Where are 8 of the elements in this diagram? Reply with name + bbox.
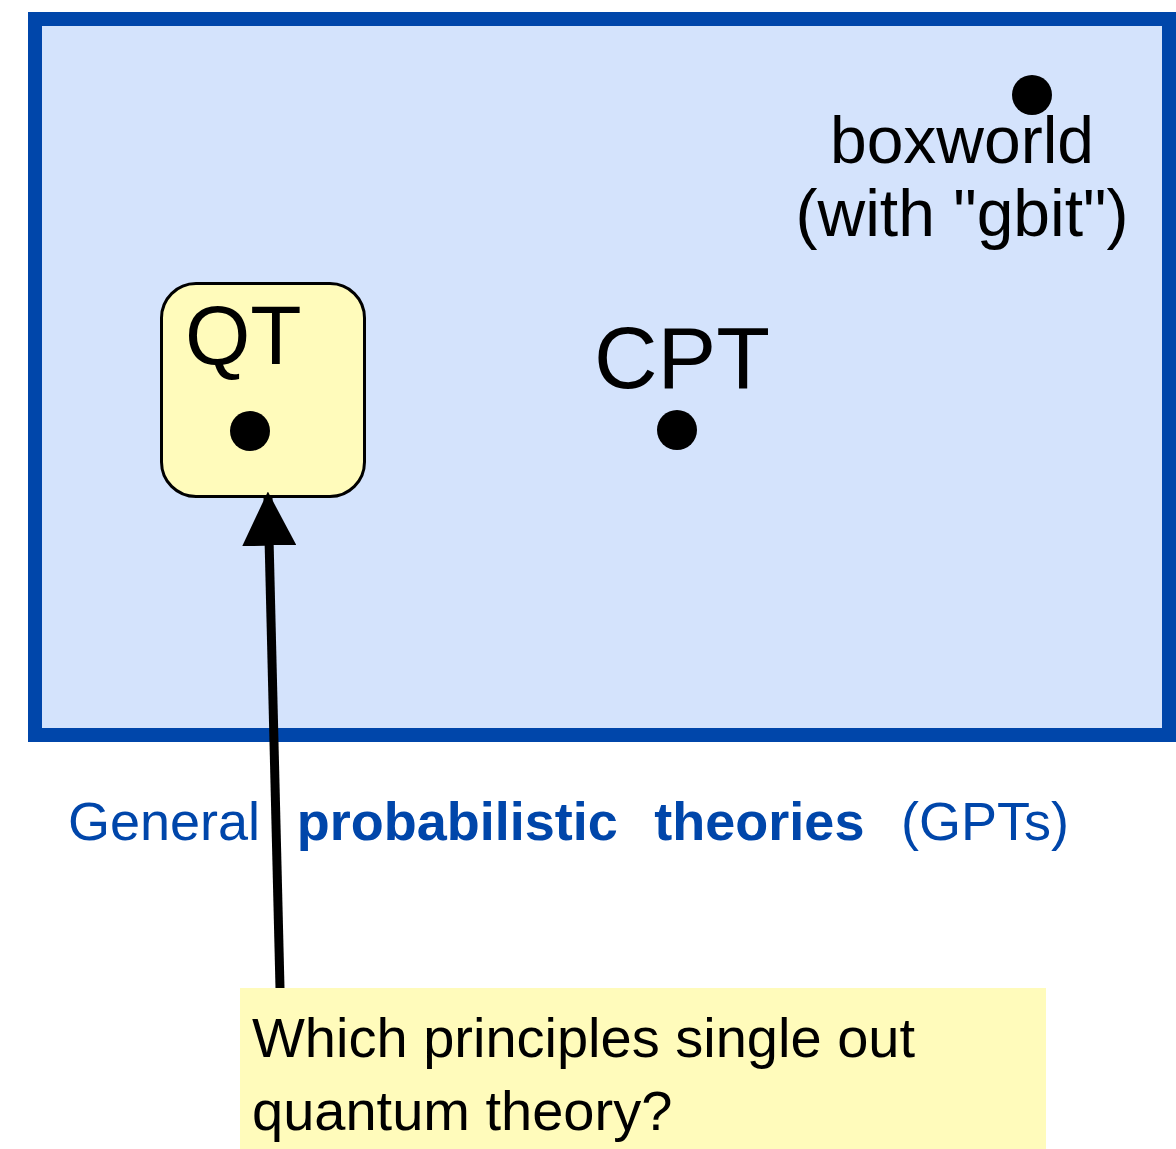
theory-label: CPT bbox=[593, 310, 771, 407]
theory-label: boxworld (with "gbit") bbox=[794, 104, 1130, 250]
theory-region bbox=[28, 12, 1176, 742]
question-text: Which principles single out quantum theory? bbox=[252, 1005, 916, 1144]
region-caption: General probabilistic theories (GPTs) bbox=[68, 790, 1070, 852]
arrow bbox=[242, 491, 297, 989]
theory-box bbox=[160, 282, 366, 498]
question-note bbox=[240, 988, 1046, 1149]
